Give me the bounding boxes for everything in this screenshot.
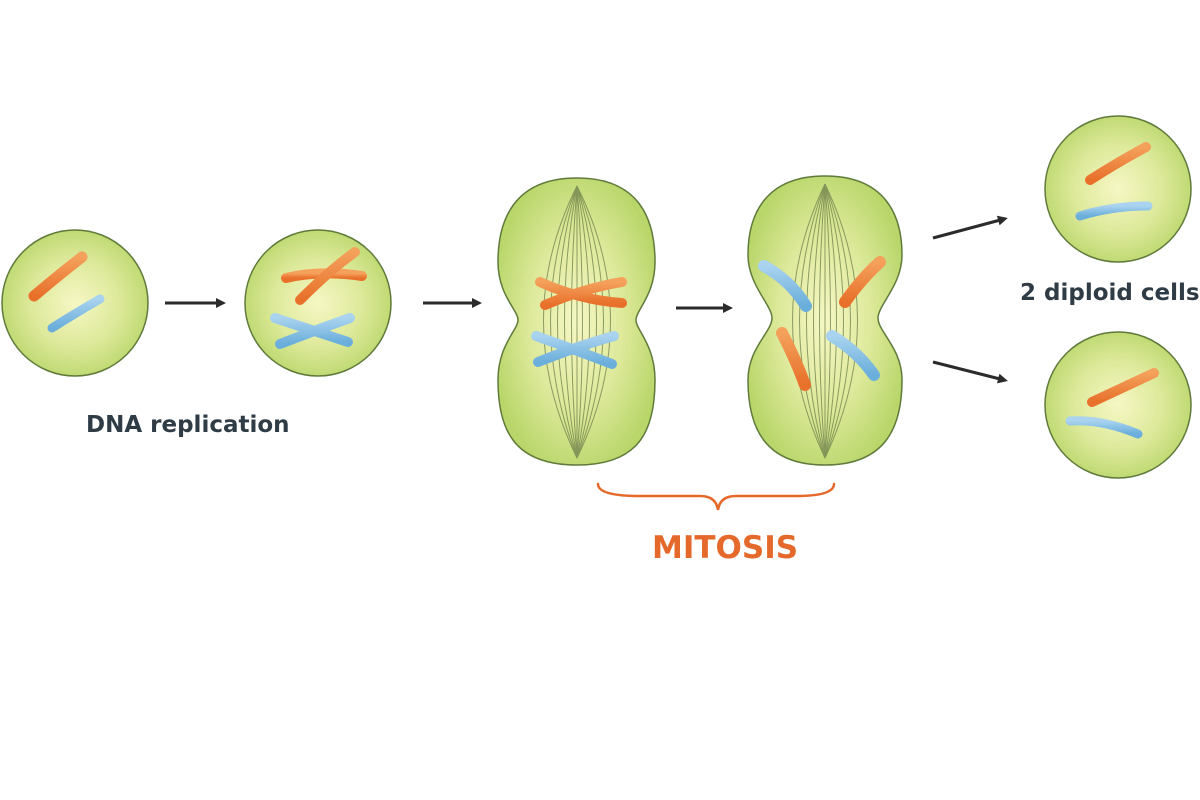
arrow-to-bottom-cell [932, 360, 1008, 384]
chromosome-orange [1085, 142, 1151, 185]
chromosome-orange-metaphase [535, 277, 627, 310]
chromosome-blue [1065, 416, 1143, 439]
spindle-fibers [543, 185, 611, 459]
chromosome-blue [758, 260, 812, 312]
mitosis-label: MITOSIS [652, 530, 799, 566]
chromosome-blue [47, 294, 105, 333]
cell-4-anaphase [747, 175, 903, 466]
spindle-fibers [792, 183, 858, 459]
chromosome-blue-replicated [270, 313, 355, 349]
arrow-to-top-cell [932, 215, 1008, 240]
daughter-cell-top [1044, 115, 1192, 263]
cell-2 [244, 229, 392, 377]
chromosome-blue [826, 330, 880, 381]
dna-replication-label: DNA replication [86, 412, 290, 438]
mitosis-brace [596, 482, 836, 511]
chromosome-orange [776, 327, 811, 391]
chromosome-orange [28, 251, 88, 302]
chromosome-orange-replicated [281, 247, 367, 305]
chromosome-orange [839, 256, 886, 308]
cell-1 [1, 229, 149, 377]
chromosome-orange [1087, 368, 1159, 407]
cell-3-metaphase [497, 177, 656, 466]
daughter-cell-bottom [1044, 331, 1192, 479]
chromosome-blue [1075, 201, 1153, 221]
diploid-cells-label: 2 diploid cells [1020, 280, 1200, 306]
chromosome-blue-metaphase [531, 331, 619, 369]
